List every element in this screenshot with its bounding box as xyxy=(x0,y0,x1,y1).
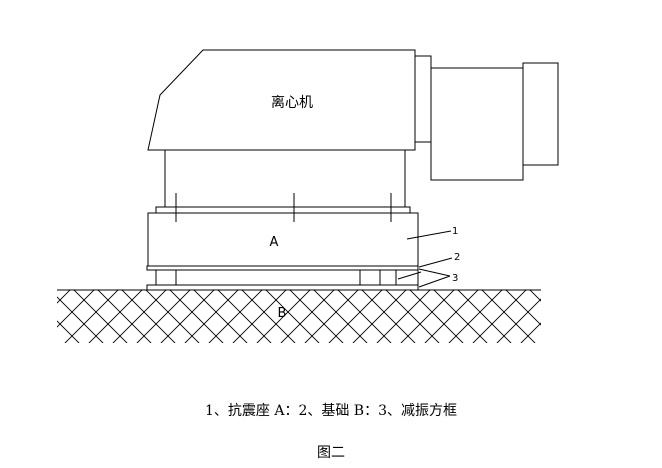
callout-3: 3 xyxy=(452,273,458,284)
foundation-hatch xyxy=(57,290,541,343)
bottom-plate xyxy=(146,284,419,291)
damping-pad xyxy=(395,269,419,286)
callout-1: 1 xyxy=(452,226,458,237)
seat-block xyxy=(147,212,419,267)
callout-leader-3 xyxy=(418,275,451,288)
support-columns xyxy=(164,149,406,208)
callout-2: 2 xyxy=(454,252,460,263)
machine-label: 离心机 xyxy=(271,94,313,111)
base-plate xyxy=(146,265,419,271)
motor-end-cap xyxy=(522,62,559,166)
foundation-label: B xyxy=(278,306,287,321)
legend-text: 1、抗震座 A：2、基础 B：3、减振方框 xyxy=(204,403,458,419)
damping-pad xyxy=(359,269,381,286)
callout-leader-1 xyxy=(406,230,452,240)
motor-flange xyxy=(414,55,432,143)
seat-label: A xyxy=(270,235,279,250)
callout-leader-3 xyxy=(418,268,451,277)
callout-leader-3 xyxy=(397,271,422,280)
callout-leader-2 xyxy=(418,257,453,268)
motor-body xyxy=(430,67,524,181)
damping-pad xyxy=(155,269,177,286)
figure-title: 图二 xyxy=(317,445,345,461)
